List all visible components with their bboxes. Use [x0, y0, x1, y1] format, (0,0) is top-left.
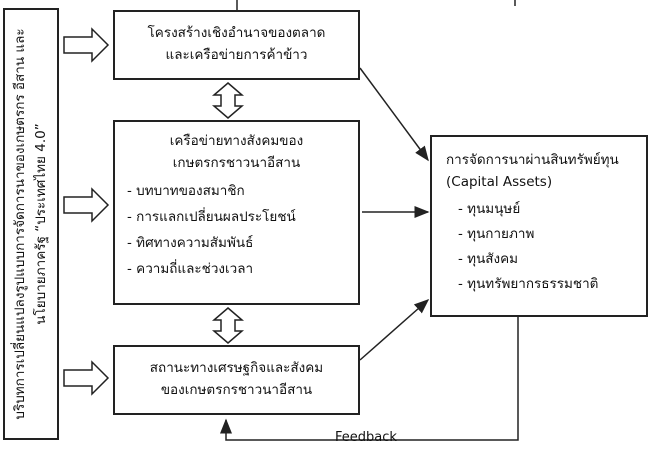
block-arrow-1: [63, 27, 110, 63]
market-structure-box: โครงสร้างเชิงอำนาจของตลาด และเครือข่ายกา…: [113, 10, 360, 80]
network-item: การแลกเปลี่ยนผลประโยชน์: [127, 204, 358, 230]
double-arrow-upper: [211, 82, 245, 119]
network-item: ความถี่และช่วงเวลา: [127, 256, 358, 282]
context-box: บริบทการเปลี่ยนแปลงรูปแบบการจัดการนาของเ…: [3, 8, 59, 440]
social-network-line1: เครือข่ายทางสังคมของ: [169, 133, 304, 149]
double-arrow-lower: [211, 307, 245, 344]
status-line2: ของเกษตรกรชาวนาอีสาน: [160, 382, 313, 398]
network-item: บทบาทของสมาชิก: [127, 178, 358, 204]
capital-item: ทุนสังคม: [458, 247, 646, 272]
socioeconomic-status-box: สถานะทางเศรษฐกิจและสังคม ของเกษตรกรชาวนา…: [113, 345, 360, 415]
status-line1: สถานะทางเศรษฐกิจและสังคม: [149, 360, 324, 376]
block-arrow-3: [63, 360, 110, 396]
capital-item: ทุนกายภาพ: [458, 222, 646, 247]
capital-line2: (Capital Assets): [446, 174, 553, 190]
capital-item: ทุนมนุษย์: [458, 197, 646, 222]
feedback-line: [220, 317, 519, 441]
feedback-label: Feedback: [335, 430, 397, 445]
arrow-structure-to-capital: [359, 67, 429, 162]
network-item: ทิศทางความสัมพันธ์: [127, 230, 358, 256]
context-text: บริบทการเปลี่ยนแปลงรูปแบบการจัดการนาของเ…: [12, 28, 49, 420]
arrow-status-to-capital: [359, 299, 430, 361]
social-network-box: เครือข่ายทางสังคมของ เกษตรกรชาวนาอีสาน บ…: [113, 120, 360, 305]
market-structure-line1: โครงสร้างเชิงอำนาจของตลาด: [147, 25, 326, 41]
capital-line1: การจัดการนาผ่านสินทรัพย์ทุน: [446, 152, 619, 168]
market-structure-line2: และเครือข่ายการค้าข้าว: [165, 47, 308, 63]
block-arrow-2: [63, 187, 110, 223]
capital-item: ทุนทรัพยากรธรรมชาติ: [458, 272, 646, 297]
social-network-line2: เกษตรกรชาวนาอีสาน: [172, 155, 301, 171]
capital-assets-box: การจัดการนาผ่านสินทรัพย์ทุน (Capital Ass…: [430, 135, 648, 317]
